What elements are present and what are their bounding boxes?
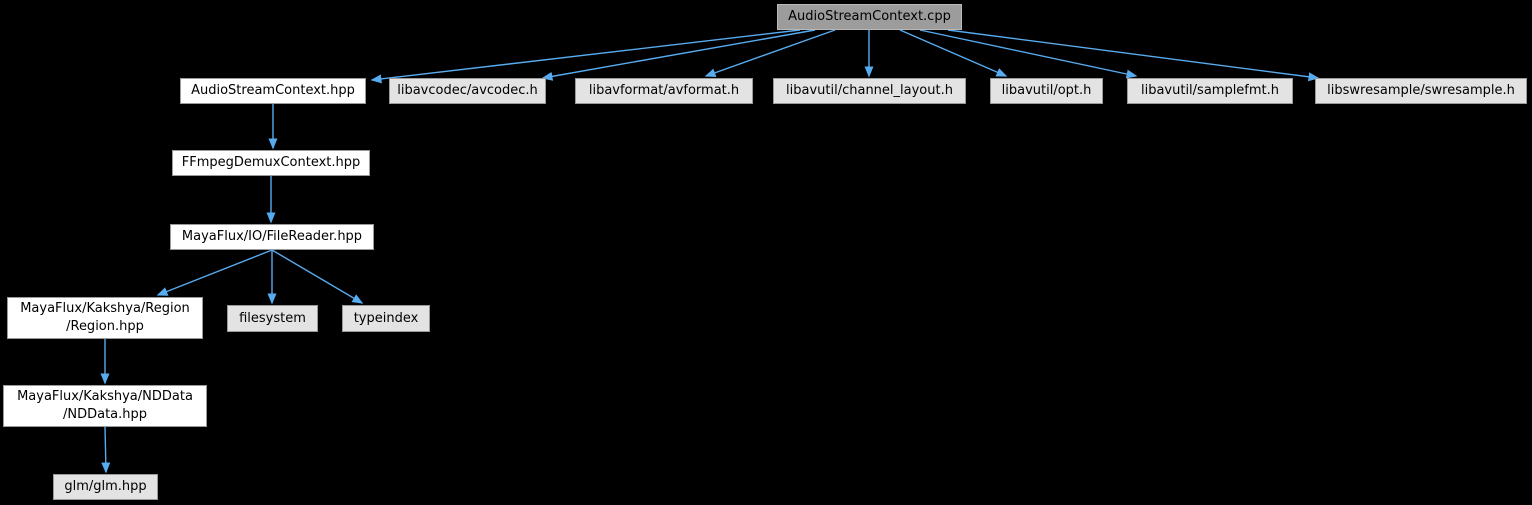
node-mayaflux-io-filereader-hpp[interactable]: MayaFlux/IO/FileReader.hpp <box>170 224 374 250</box>
node-audiostreamcontext-hpp[interactable]: AudioStreamContext.hpp <box>180 78 366 104</box>
edge-filereader-region <box>156 249 273 296</box>
edge-cpp-avcodec <box>541 29 816 81</box>
node-filesystem: filesystem <box>227 305 318 332</box>
node-libavutil-samplefmt-h: libavutil/samplefmt.h <box>1127 78 1293 104</box>
edge-cpp-opt <box>899 29 1008 77</box>
node-libswresample-swresample-h: libswresample/swresample.h <box>1315 78 1527 104</box>
node-libavutil-opt-h: libavutil/opt.h <box>990 78 1103 104</box>
edge-cpp-avformat <box>704 29 836 78</box>
edge-cpp-swresample <box>947 29 1320 82</box>
edge-nddata-glm <box>101 426 111 474</box>
node-ffmpegdemuxcontext-hpp[interactable]: FFmpegDemuxContext.hpp <box>172 150 370 176</box>
node-libavcodec-avcodec-h: libavcodec/avcodec.h <box>389 78 546 104</box>
node-glm-glm-hpp: glm/glm.hpp <box>53 474 158 500</box>
node-typeindex: typeindex <box>342 305 430 332</box>
node-libavformat-avformat-h: libavformat/avformat.h <box>575 78 753 104</box>
node-mayaflux-kakshya-region-hpp[interactable]: MayaFlux/Kakshya/Region /Region.hpp <box>7 297 203 339</box>
edge-filereader-typeindex <box>271 249 364 304</box>
node-mayaflux-kakshya-nddata-hpp[interactable]: MayaFlux/Kakshya/NDData /NDData.hpp <box>3 385 207 427</box>
edge-cpp-hpp <box>370 29 801 84</box>
node-libavutil-channel-layout-h: libavutil/channel_layout.h <box>773 78 966 104</box>
node-audiostreamcontext-cpp: AudioStreamContext.cpp <box>777 4 962 30</box>
edge-cpp-samplefmt <box>919 29 1138 79</box>
